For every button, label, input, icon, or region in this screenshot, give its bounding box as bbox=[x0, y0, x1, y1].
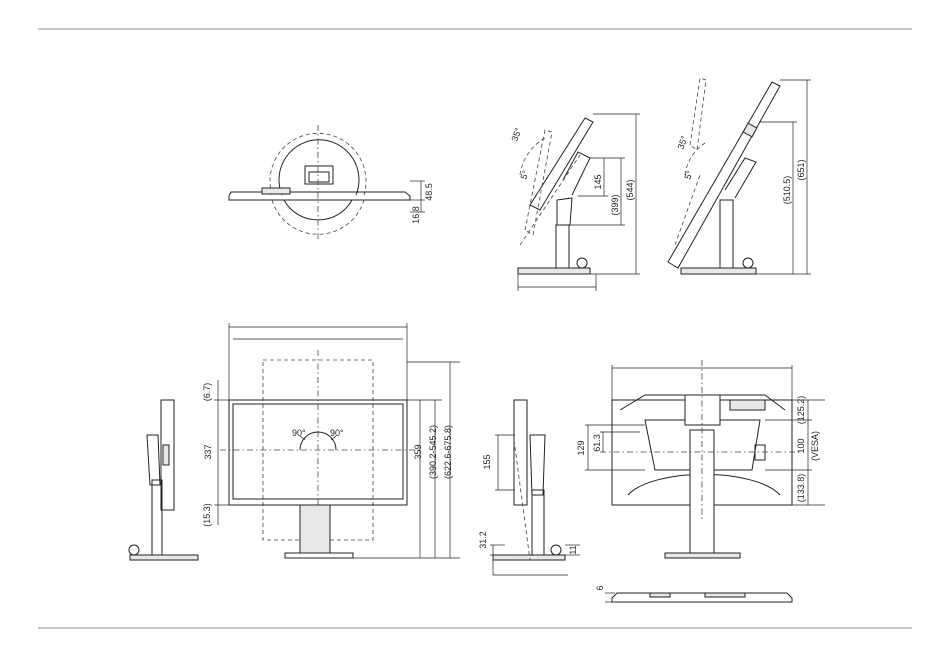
front-dim-bottom: (15.3) bbox=[202, 503, 212, 527]
side-view-mid: 155 31.2 11 bbox=[478, 400, 580, 575]
tilt-view-high: 35° 5° (510.5) (651) bbox=[668, 78, 811, 274]
bottom-dim-6: 6 bbox=[595, 585, 605, 590]
tilt-low-angle-back: 5° bbox=[518, 169, 530, 181]
rear-dim-129: 129 bbox=[576, 440, 586, 455]
tilt-view-low: 35° 5° 145 (399) (544) bbox=[509, 114, 640, 291]
side-dim-312: 31.2 bbox=[478, 531, 488, 549]
front-view: 90° 90° (6.7) 337 (15.3) 359 (390.2-545.… bbox=[202, 323, 460, 560]
front-dim-height: 337 bbox=[203, 444, 213, 459]
bottom-view: 6 bbox=[595, 585, 792, 602]
side-view-left bbox=[129, 400, 198, 560]
front-dim-top: (6.7) bbox=[202, 383, 212, 402]
tilt-high-angle-back: 5° bbox=[682, 169, 694, 181]
rear-dim-1338: (133.8) bbox=[796, 474, 806, 503]
rotation-right-angle: 90° bbox=[330, 428, 344, 438]
dim-depth: 48.5 bbox=[424, 183, 434, 201]
rear-dim-100: 100 bbox=[796, 438, 806, 453]
rear-dim-vesa: (VESA) bbox=[810, 431, 820, 461]
tilt-low-dim-145: 145 bbox=[593, 174, 603, 189]
front-dim-range1: (390.2-545.2) bbox=[428, 425, 438, 479]
tilt-high-dim-651: (651) bbox=[796, 159, 806, 180]
front-dim-359: 359 bbox=[413, 444, 423, 459]
tilt-high-dim-510: (510.5) bbox=[782, 176, 792, 205]
tilt-low-angle-forward: 35° bbox=[509, 126, 523, 143]
side-dim-155: 155 bbox=[482, 454, 492, 469]
rear-dim-613: 61.3 bbox=[592, 434, 602, 452]
rotation-left-angle: 90° bbox=[292, 428, 306, 438]
top-view: 48.5 16.8 bbox=[229, 125, 434, 240]
rear-dim-1252: (125.2) bbox=[796, 396, 806, 425]
side-dim-11: 11 bbox=[568, 545, 578, 554]
rear-view: 129 61.3 (125.2) 100 (VESA) (133.8) bbox=[576, 360, 825, 558]
tilt-low-dim-399: (399) bbox=[610, 194, 620, 215]
dim-base: 16.8 bbox=[411, 206, 421, 224]
tilt-low-dim-544: (544) bbox=[625, 179, 635, 200]
tilt-high-angle-forward: 35° bbox=[675, 134, 689, 151]
front-dim-range2: (622.6-675.8) bbox=[443, 425, 453, 479]
